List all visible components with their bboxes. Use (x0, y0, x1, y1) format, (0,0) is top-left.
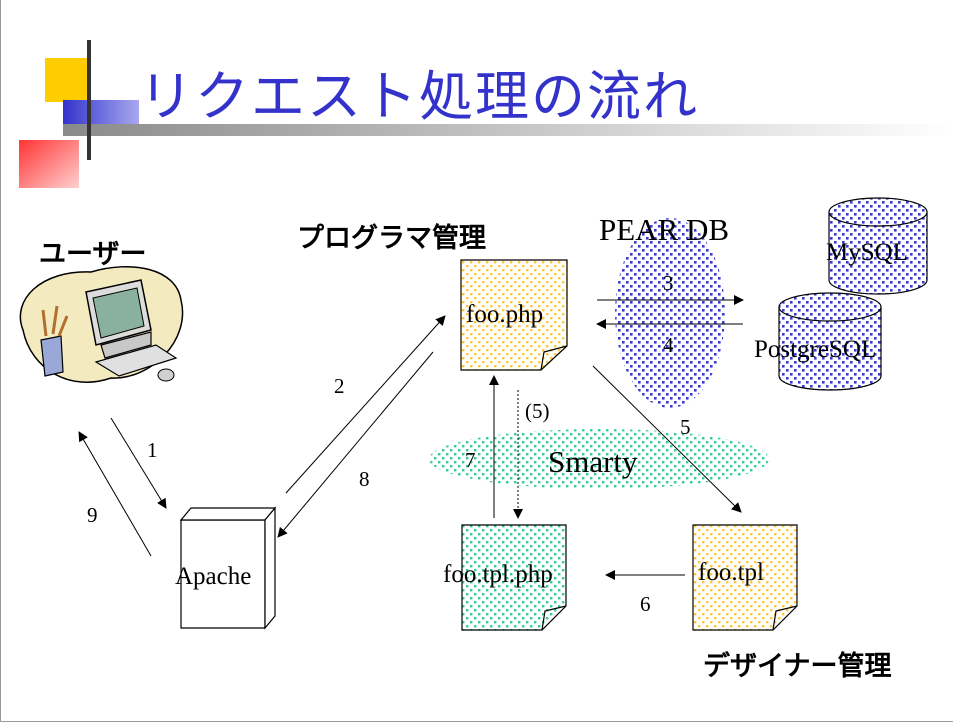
step-8: 8 (359, 467, 370, 491)
user-label: ユーザー (39, 239, 147, 270)
step-6: 6 (640, 592, 651, 616)
arrow-8 (277, 351, 434, 538)
smarty-label: Smarty (548, 444, 638, 479)
pear-db-label: PEAR DB (599, 212, 729, 247)
deco-red-square (19, 140, 79, 188)
step-5: 5 (680, 415, 691, 439)
step-7: 7 (465, 448, 476, 472)
foo-tpl-php-label: foo.tpl.php (443, 561, 553, 588)
mysql-cylinder (828, 197, 928, 295)
deco-yellow-square (45, 58, 89, 102)
computer-user-clipart-icon (19, 265, 184, 383)
arrow-2 (285, 315, 446, 494)
step-9: 9 (87, 503, 98, 527)
arrow-5 (592, 365, 742, 513)
step-2: 2 (334, 374, 345, 398)
smarty-ellipse (429, 429, 769, 489)
designer-label: デザイナー管理 (703, 651, 892, 682)
foo-tpl-document (692, 524, 798, 631)
mysql-label: MySQL (826, 239, 908, 266)
deco-vertical-line (87, 40, 91, 160)
foo-php-document (460, 259, 568, 371)
foo-php-label: foo.php (466, 301, 543, 328)
title-decoration (19, 40, 953, 188)
step-5-paren: (5) (525, 399, 550, 423)
deco-horizontal-line (63, 124, 953, 136)
programmer-label: プログラマ管理 (297, 223, 486, 254)
apache-label: Apache (175, 563, 251, 590)
apache-server-box (179, 506, 277, 630)
slide-title: リクエスト処理の流れ (139, 65, 699, 128)
postgresql-label: PostgreSQL (754, 336, 876, 363)
pear-db-ellipse (615, 218, 725, 408)
step-1: 1 (147, 438, 158, 462)
foo-tpl-label: foo.tpl (698, 559, 764, 586)
step-4: 4 (663, 333, 674, 357)
foo-tpl-php-document (461, 524, 567, 631)
step-3: 3 (663, 271, 674, 295)
arrow-1 (110, 417, 167, 509)
postgresql-cylinder (778, 292, 882, 391)
arrow-9 (78, 431, 152, 557)
